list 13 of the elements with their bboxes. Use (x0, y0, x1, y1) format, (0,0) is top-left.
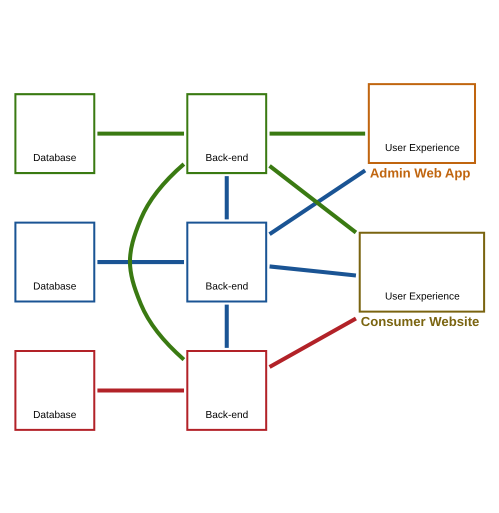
connector (268, 164, 358, 234)
connector (97, 388, 184, 392)
connector (269, 264, 356, 278)
connector (224, 304, 229, 348)
connector (128, 162, 186, 361)
connector (268, 316, 357, 368)
connector (270, 131, 366, 136)
node-label: Admin Web App (370, 165, 470, 180)
connector (268, 168, 366, 236)
connector (97, 131, 184, 136)
connector (97, 260, 184, 264)
node-label: Consumer Website (360, 314, 480, 329)
connector (224, 176, 229, 219)
